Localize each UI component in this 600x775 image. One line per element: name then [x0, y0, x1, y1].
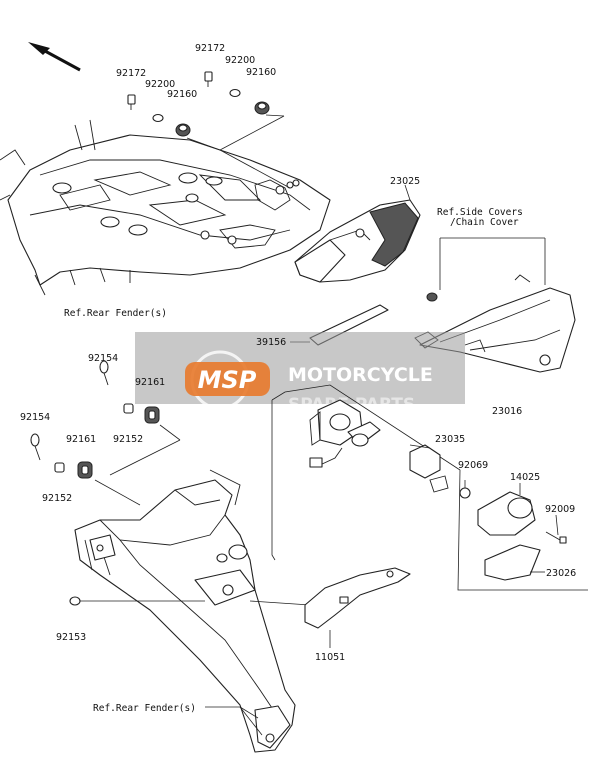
fastener-92172-left	[127, 94, 136, 110]
label-92160-left: 92160	[167, 89, 197, 100]
label-23026: 23026	[546, 568, 576, 579]
label-92172-right: 92172	[195, 43, 225, 54]
grommet-92161-upper	[144, 406, 160, 424]
rear-fender-upper	[0, 119, 331, 296]
washer-92200-right	[229, 88, 241, 98]
grommet-92161-lower	[77, 461, 93, 479]
ref-side-covers-line1: Ref.Side Covers	[437, 207, 523, 218]
license-light-group	[271, 384, 588, 591]
watermark: MSP MOTORCYCLE SPARE PARTS	[135, 332, 465, 415]
rear-fender-lower	[74, 469, 296, 753]
label-23016: 23016	[492, 406, 522, 417]
grommet-92160-left	[175, 123, 191, 137]
label-39156: 39156	[256, 337, 286, 348]
bracket-11051	[304, 567, 411, 648]
grommet-92160-right	[254, 101, 270, 115]
ref-rear-fender-bottom: Ref.Rear Fender(s)	[93, 703, 196, 714]
label-92161-upper: 92161	[135, 377, 165, 388]
watermark-logo: MSP	[198, 366, 257, 394]
collar-92152-lower	[54, 462, 65, 473]
label-92152-lower: 92152	[42, 493, 72, 504]
label-92160-right: 92160	[246, 67, 276, 78]
front-arrow-icon	[28, 42, 81, 72]
label-92154-lower: 92154	[20, 412, 50, 423]
label-92009: 92009	[545, 504, 575, 515]
bolt-92153	[69, 596, 311, 606]
watermark-line1: MOTORCYCLE	[288, 364, 433, 386]
label-92069: 92069	[458, 460, 488, 471]
label-92153: 92153	[56, 632, 86, 643]
label-14025: 14025	[510, 472, 540, 483]
washer-92200-left	[152, 113, 164, 123]
label-92154-upper: 92154	[88, 353, 118, 364]
label-11051: 11051	[315, 652, 345, 663]
label-23035: 23035	[435, 434, 465, 445]
bolt-92154-lower	[30, 433, 41, 461]
label-92152-upper: 92152	[113, 434, 143, 445]
watermark-logo-box	[185, 362, 270, 396]
tail-light-23025	[294, 184, 421, 283]
label-92161-lower: 92161	[66, 434, 96, 445]
collar-92152-upper	[123, 403, 134, 414]
label-92200-left: 92200	[145, 79, 175, 90]
label-92172-left: 92172	[116, 68, 146, 79]
ref-rear-fender-top: Ref.Rear Fender(s)	[64, 308, 167, 319]
label-92200-right: 92200	[225, 55, 255, 66]
fastener-92172-right	[204, 71, 213, 87]
label-23025: 23025	[390, 176, 420, 187]
bolt-92154-upper	[99, 360, 109, 386]
ref-side-covers-line2: /Chain Cover	[450, 217, 519, 228]
